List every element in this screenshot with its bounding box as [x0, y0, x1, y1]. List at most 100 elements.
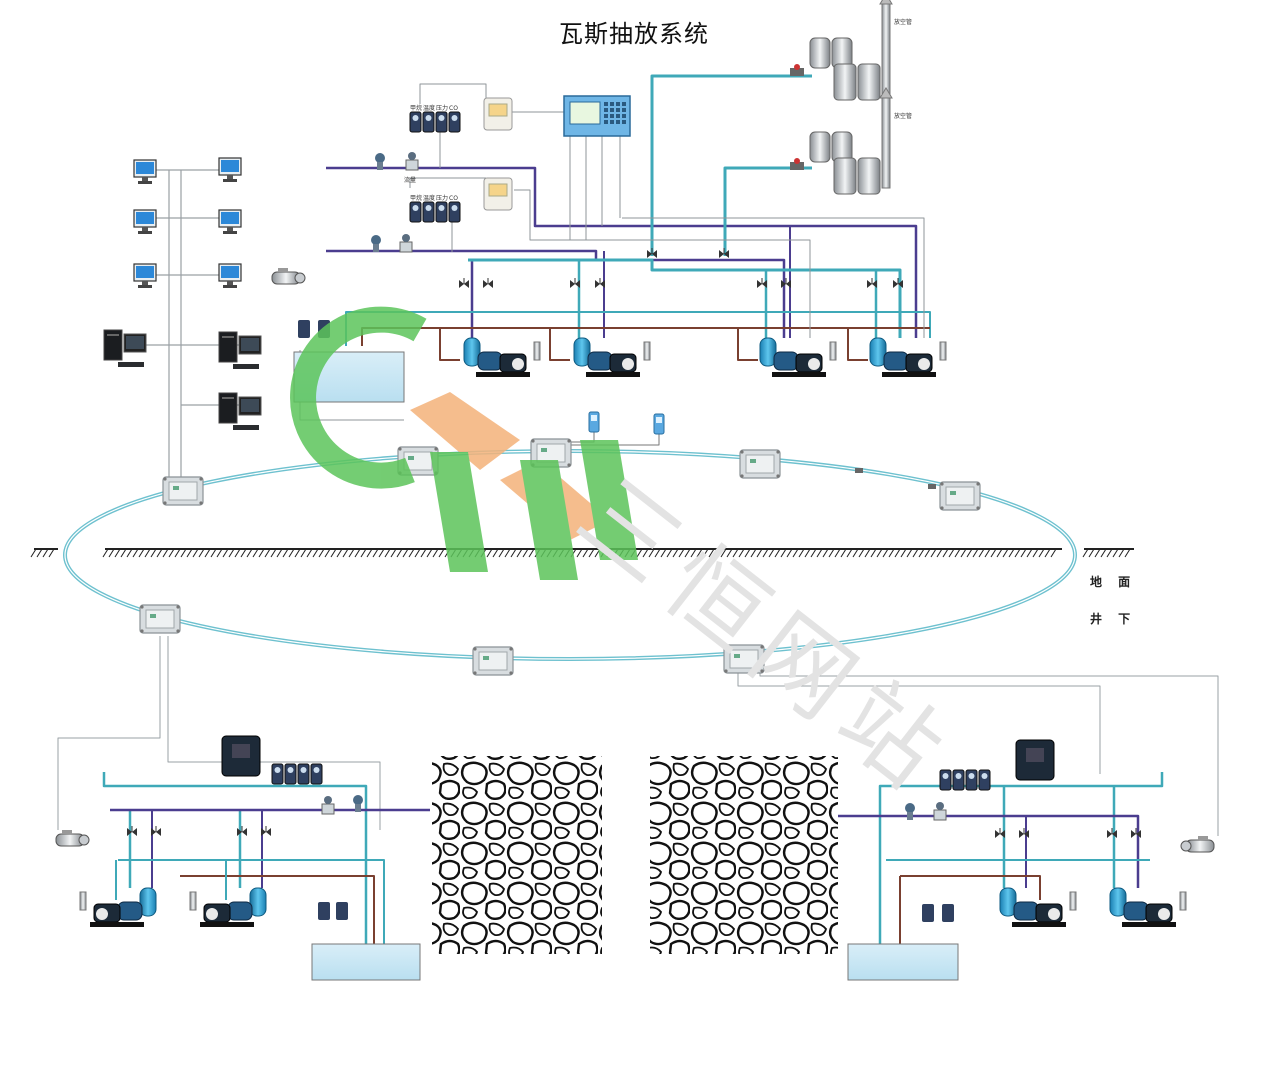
- motor-cap: [96, 908, 108, 920]
- workstation-pc-icon: [218, 392, 262, 430]
- flowmeter: [933, 802, 947, 821]
- ground-hatch: [192, 548, 199, 558]
- valve-icon: [237, 826, 247, 836]
- ground-hatch: [342, 548, 349, 558]
- ground-hatch: [588, 548, 595, 558]
- sensor-label: 温度: [423, 104, 435, 112]
- ground-hatch: [318, 548, 325, 558]
- box-indicator: [150, 614, 156, 618]
- ground-hatch: [432, 548, 439, 558]
- ground-hatch: [156, 548, 163, 558]
- box-bolt: [760, 645, 764, 649]
- cooling-return-left: [180, 875, 375, 950]
- pump-icon: [587, 351, 613, 371]
- box-bolt: [473, 671, 477, 675]
- separator-tank: [833, 157, 857, 195]
- ground-hatch: [846, 548, 853, 558]
- junction-box-icon: [139, 604, 181, 634]
- box-bolt: [199, 501, 203, 505]
- ground-hatch: [48, 548, 55, 558]
- cabinet-key: [622, 102, 626, 106]
- separator-tank: [833, 63, 857, 101]
- ground-hatch: [774, 548, 781, 558]
- pc-screen: [126, 336, 144, 349]
- ground-hatch: [744, 548, 751, 558]
- flowmeter: [321, 796, 335, 815]
- box-bolt: [740, 474, 744, 478]
- watermark-logo: [290, 306, 638, 580]
- cabinet-key: [616, 108, 620, 112]
- ground-hatch: [378, 548, 385, 558]
- ground-hatch: [204, 548, 211, 558]
- cooling-return-right: [900, 875, 1041, 900]
- box-bolt: [140, 629, 144, 633]
- flow-body: [933, 809, 947, 821]
- cooling-supply-left: [118, 859, 385, 950]
- ground-hatch: [762, 548, 769, 558]
- main-gas-pipe-2b: [596, 258, 786, 338]
- box-indicator: [750, 459, 756, 463]
- pump-base: [200, 922, 254, 927]
- ground-hatch: [336, 548, 343, 558]
- box-bolt: [509, 647, 513, 651]
- motor-cap: [808, 358, 820, 370]
- pump-base: [586, 372, 640, 377]
- valve-icon: [781, 278, 791, 288]
- ground-hatch: [972, 548, 979, 558]
- ground-hatch: [894, 548, 901, 558]
- sensor-label: CO: [449, 195, 458, 202]
- sensor-window: [591, 415, 597, 421]
- actuator-stem: [377, 162, 383, 170]
- valve-icon: [570, 278, 580, 288]
- box-panel: [536, 443, 566, 463]
- return-branch: [439, 328, 460, 361]
- sensor-head: [942, 904, 954, 922]
- ground-hatch: [528, 548, 535, 558]
- junction-box-icon: [739, 449, 781, 479]
- ground-hatch: [186, 548, 193, 558]
- sensor-label: 压力: [436, 104, 448, 112]
- ground-hatch: [240, 548, 247, 558]
- valve-icon: [647, 248, 657, 258]
- return-branch: [847, 328, 868, 361]
- tank-icon: [999, 887, 1017, 917]
- box-bolt: [567, 463, 571, 467]
- ground-hatch: [900, 548, 907, 558]
- signal-wire: [737, 670, 1101, 774]
- vent-stack: 放空管: [790, 87, 912, 195]
- motor-cap: [1158, 908, 1170, 920]
- ground-hatch: [696, 548, 703, 558]
- cabinet-key: [610, 120, 614, 124]
- ground-hatch: [822, 548, 829, 558]
- ground-hatch: [750, 548, 757, 558]
- control-cabinet: [563, 95, 631, 137]
- tank-icon: [869, 337, 887, 367]
- actuator-head: [371, 235, 381, 245]
- valve-icon: [995, 828, 1005, 838]
- monitor-screen: [136, 266, 154, 278]
- valve-icon: [1107, 828, 1117, 838]
- sensor-window: [656, 417, 662, 423]
- cabinet-key: [604, 114, 608, 118]
- sensor-label: 温度: [423, 194, 435, 202]
- water-basin: [847, 943, 959, 981]
- cabinet-key: [604, 120, 608, 124]
- ring-coupler: [928, 484, 936, 489]
- filter-tank: [809, 37, 831, 69]
- sensor-head: [318, 902, 330, 920]
- ground-hatch: [234, 548, 241, 558]
- pressure-gauge: [189, 891, 197, 911]
- cabinet-screen: [569, 101, 601, 125]
- pump-icon: [1123, 901, 1149, 921]
- pump-set: [463, 337, 541, 377]
- pump-set: [869, 337, 947, 377]
- ground-hatch: [36, 548, 43, 558]
- box-bolt: [976, 506, 980, 510]
- signal-wire: [622, 217, 925, 338]
- ground-hatch: [708, 548, 715, 558]
- ground-hatch: [810, 548, 817, 558]
- box-bolt: [760, 669, 764, 673]
- pump-icon: [773, 351, 799, 371]
- box-bolt: [976, 482, 980, 486]
